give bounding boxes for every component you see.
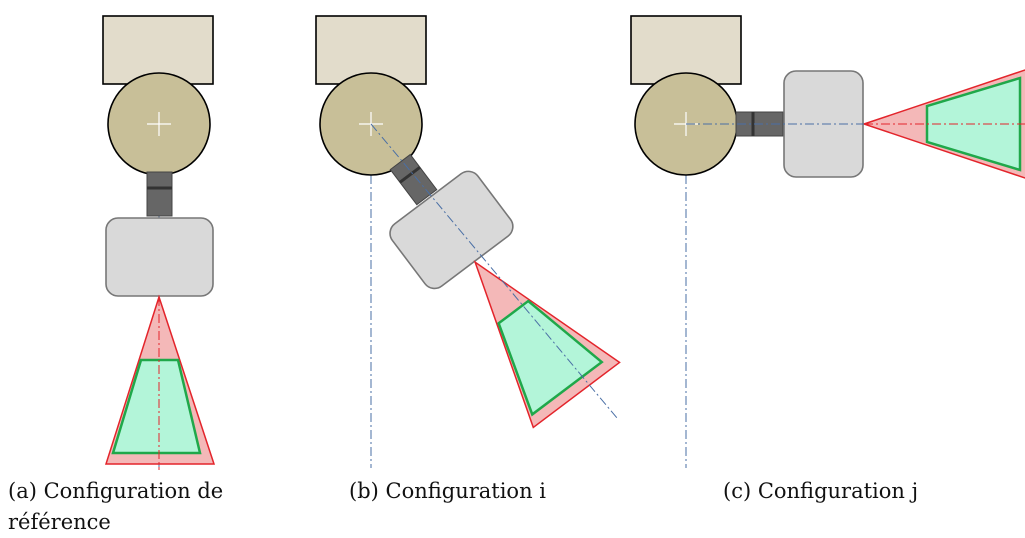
crosshair-a (147, 112, 171, 136)
panel-a (102, 15, 216, 470)
optical-axis-b (370, 123, 618, 419)
arm-segment-a (146, 171, 173, 217)
camera-body-b (389, 170, 514, 290)
fov-b (473, 260, 621, 429)
caption-a: (a) Configuration de référence (8, 479, 224, 534)
fov-inner-a (111, 358, 202, 455)
arm-segment-b (389, 153, 438, 206)
caption-b: (b) Configuration i (349, 479, 546, 503)
panel-c (630, 15, 1025, 468)
panel-b (315, 15, 621, 468)
camera-body-a (105, 217, 214, 297)
caption-c: (c) Configuration j (723, 479, 919, 503)
fov-inner-b (497, 299, 604, 417)
